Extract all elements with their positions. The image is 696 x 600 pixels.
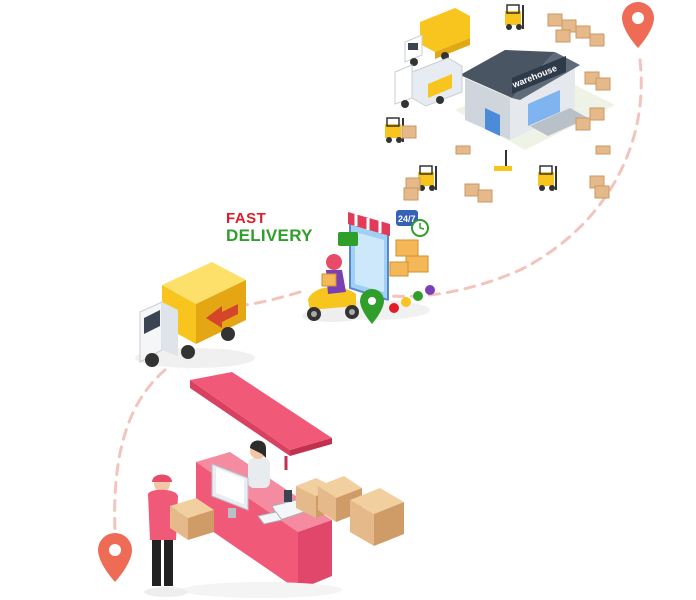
- badge-24-7: 24/7: [396, 210, 418, 226]
- scooter-rider: [302, 254, 362, 322]
- computer-monitor: [211, 463, 249, 518]
- pallet-jack: [494, 150, 512, 171]
- map-pin-icon-green: [360, 289, 384, 324]
- shop-awning: [348, 212, 390, 236]
- location-pin-icon-top: [622, 2, 654, 48]
- cart-badge: [338, 232, 358, 246]
- warehouse-scene: warehouse: [385, 4, 615, 203]
- store-counter-scene: [144, 372, 404, 598]
- delivery-label: DELIVERY: [226, 226, 313, 245]
- forklift-2: [385, 117, 404, 143]
- delivery-truck: [135, 262, 255, 368]
- shop-boxes: [389, 239, 429, 277]
- fast-label: FAST: [226, 210, 267, 227]
- badge-24-7-label: 24/7: [398, 214, 416, 224]
- route-path: [113, 58, 643, 532]
- forklift-4: [538, 165, 557, 191]
- status-dots: [389, 285, 435, 313]
- forklift-1: [505, 4, 524, 30]
- store-clerk: [248, 440, 270, 488]
- warehouse-truck-2: [394, 57, 463, 108]
- counter-boxes: [296, 476, 404, 546]
- forklift-3: [418, 165, 437, 191]
- location-pin-icon-bottom: [98, 533, 132, 582]
- clock-icon: [411, 219, 429, 237]
- overhead-sign: [190, 372, 332, 470]
- warehouse-truck-1: [404, 8, 470, 66]
- courier-person: [144, 474, 214, 597]
- box-stacks: [401, 13, 611, 203]
- online-shop-scene: 24/7: [302, 210, 435, 324]
